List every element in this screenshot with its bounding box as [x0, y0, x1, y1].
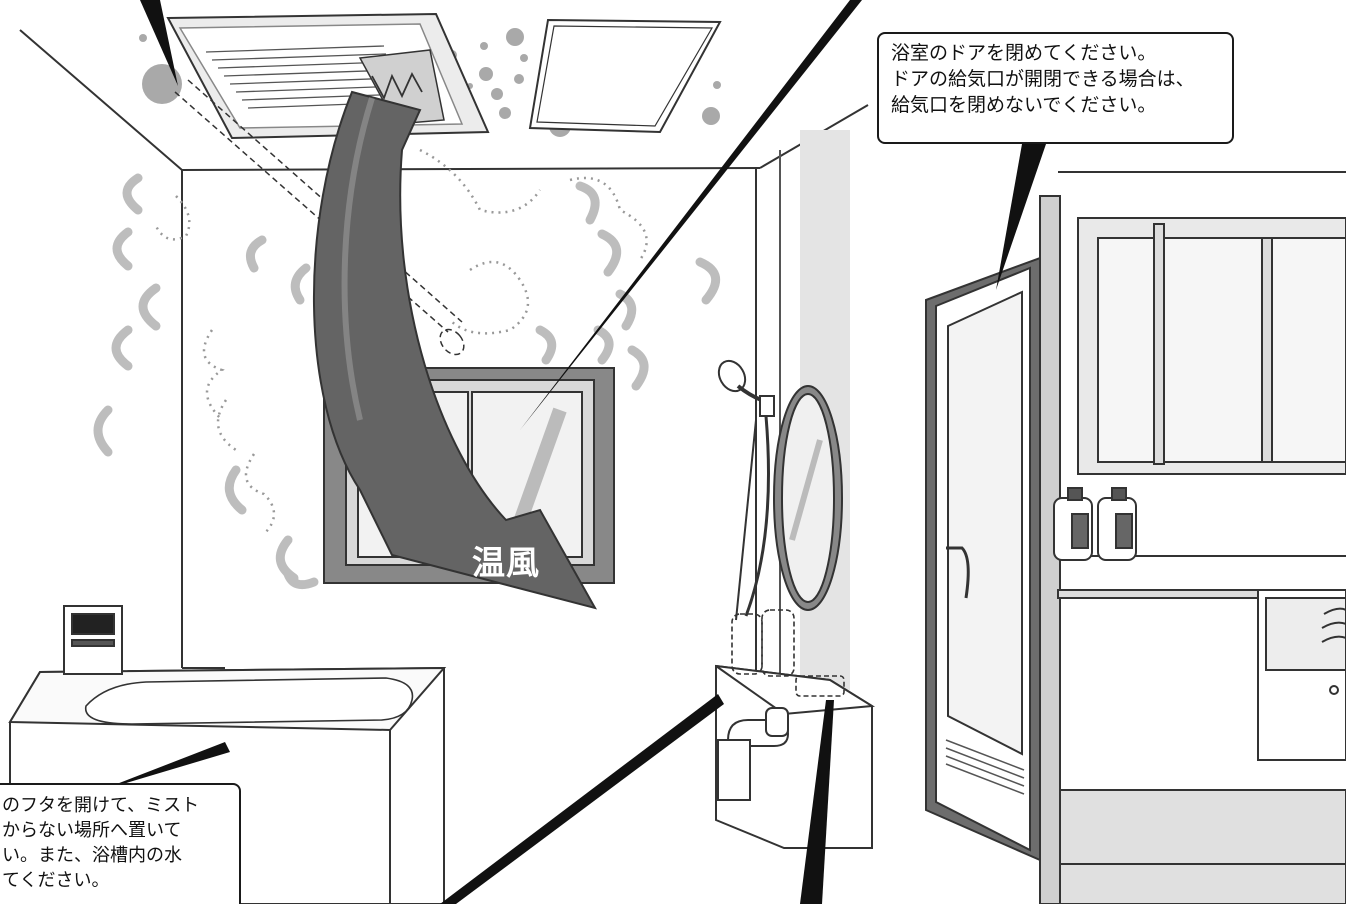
ceiling-heater-unit	[168, 14, 488, 138]
shower	[714, 356, 774, 620]
bath-controller	[64, 606, 122, 674]
mirror	[774, 386, 842, 610]
bathtub-note-callout: のフタを開けて、ミスト からない場所へ置いて い。また、浴槽内の水 てください。	[0, 783, 241, 904]
shelf-bottles	[1054, 488, 1346, 598]
warm-air-label: 温風	[472, 536, 540, 584]
cabinet	[1258, 590, 1346, 760]
outer-window	[1078, 218, 1346, 474]
floor-lines	[1060, 790, 1346, 904]
door-note-callout: 浴室のドアを閉めてください。 ドアの給気口が開閉できる場合は、 給気口を閉めない…	[877, 32, 1234, 144]
counter-faucet	[716, 666, 872, 848]
ceiling-access-panel	[530, 20, 720, 132]
bathroom-door	[926, 196, 1060, 904]
